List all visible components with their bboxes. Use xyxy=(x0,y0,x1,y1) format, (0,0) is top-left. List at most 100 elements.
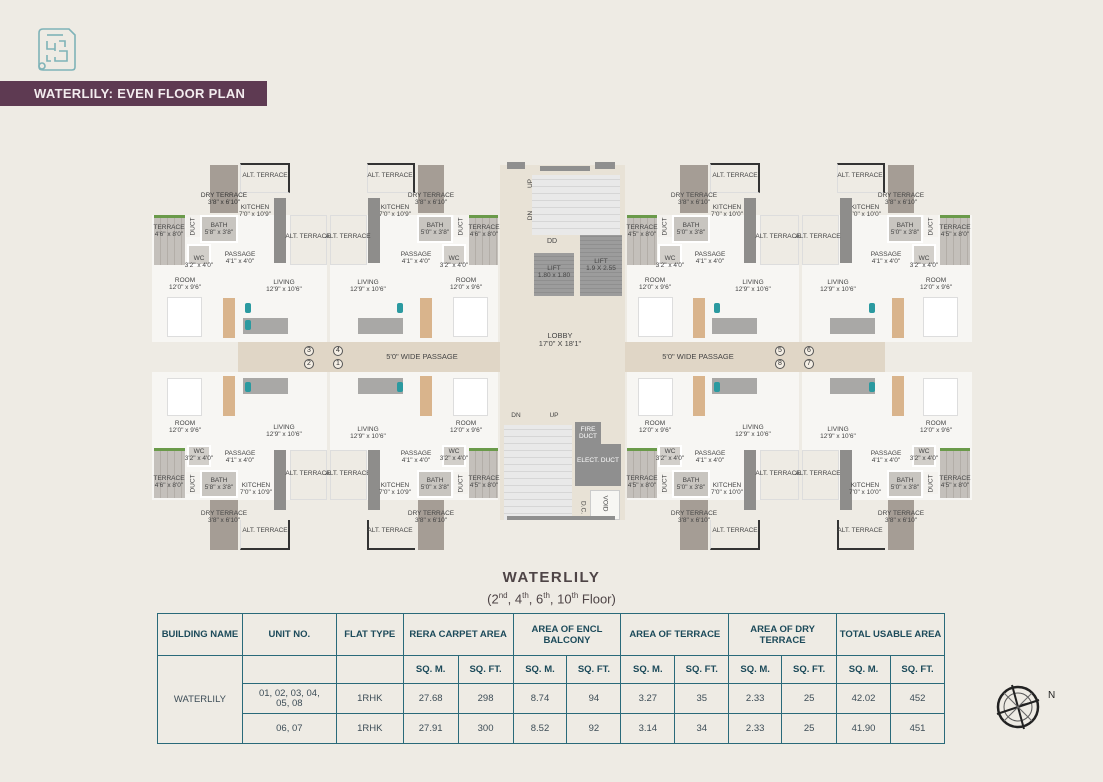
duct xyxy=(924,472,938,494)
duct xyxy=(658,215,672,237)
unit-number-2: 2 xyxy=(304,359,314,369)
alt-terrace xyxy=(710,163,760,193)
unit-header: SQ. FT. xyxy=(566,655,622,684)
kitchen-counter xyxy=(744,198,756,263)
terrace xyxy=(469,448,498,498)
value-cell: 25 xyxy=(781,713,838,744)
bed xyxy=(453,378,488,416)
unit-number-6: 6 xyxy=(804,346,814,356)
alt-terrace-side xyxy=(290,450,327,500)
sofa xyxy=(243,378,288,394)
cushion xyxy=(245,320,251,330)
wc xyxy=(658,445,682,467)
value-cell: 42.02 xyxy=(836,683,891,714)
alt-terrace-side-label: ALT. TERRACE xyxy=(795,470,841,477)
elect-duct-label: ELECT. DUCT xyxy=(577,457,619,464)
value-cell: 298 xyxy=(457,683,514,714)
alt-terrace xyxy=(710,520,760,550)
alt-terrace-side-label: ALT. TERRACE xyxy=(325,470,371,477)
unit-header: SQ. FT. xyxy=(889,655,946,684)
duct-label: DUCT xyxy=(927,217,935,236)
duct-label: DUCT xyxy=(457,217,465,236)
unit-header: SQ. M. xyxy=(836,655,891,684)
bath xyxy=(672,215,710,243)
cushion xyxy=(245,382,251,392)
sofa xyxy=(358,378,403,394)
sofa xyxy=(358,318,403,334)
duct-label: DUCT xyxy=(927,474,935,493)
alt-terrace-side xyxy=(802,215,839,265)
kitchen-counter xyxy=(368,198,380,263)
wardrobe xyxy=(420,376,432,416)
header-dry-terrace: AREA OF DRY TERRACE xyxy=(728,613,838,656)
wc xyxy=(187,244,211,266)
alt-terrace-side-label: ALT. TERRACE xyxy=(325,233,371,240)
stair-dn-label: DN xyxy=(527,210,535,221)
building-name-cell: WATERLILY xyxy=(157,655,243,744)
alt-terrace-side xyxy=(330,215,367,265)
empty-cell xyxy=(335,655,404,684)
terrace xyxy=(940,215,970,265)
wardrobe xyxy=(892,376,904,416)
unit-header: SQ. FT. xyxy=(781,655,838,684)
wc xyxy=(658,244,682,266)
unit-header: SQ. M. xyxy=(620,655,676,684)
bed xyxy=(167,378,202,416)
value-cell: 452 xyxy=(889,683,946,714)
value-cell: 27.68 xyxy=(402,683,459,714)
unit-number-8: 8 xyxy=(775,359,785,369)
duct xyxy=(454,215,468,237)
wc xyxy=(187,445,211,467)
alt-terrace-side xyxy=(760,215,799,265)
terrace xyxy=(469,215,498,265)
alt-terrace xyxy=(837,163,885,193)
building-title: WATERLILY xyxy=(502,569,601,586)
value-cell: 94 xyxy=(566,683,622,714)
area-table: BUILDING NAME UNIT NO. FLAT TYPE RERA CA… xyxy=(157,613,946,744)
alt-terrace-side xyxy=(290,215,327,265)
alt-terrace-side-label: ALT. TERRACE xyxy=(285,233,331,240)
elect-duct xyxy=(575,444,621,486)
flat-type-cell: 1RHK xyxy=(335,683,404,714)
passage-label-right: 5'0" WIDE PASSAGE xyxy=(662,352,734,361)
alt-terrace xyxy=(367,163,415,193)
unit-no-cell: 01, 02, 03, 04, 05, 08 xyxy=(241,683,337,714)
value-cell: 2.33 xyxy=(728,713,783,744)
duct-label: DUCT xyxy=(189,474,197,493)
alt-terrace-side xyxy=(330,450,367,500)
value-cell: 35 xyxy=(674,683,730,714)
unit-header: SQ. FT. xyxy=(674,655,730,684)
wardrobe xyxy=(223,298,235,338)
value-cell: 451 xyxy=(889,713,946,744)
stair-dn-label-bottom: DN xyxy=(511,412,521,419)
bath xyxy=(887,470,923,498)
wc xyxy=(912,244,936,266)
passage-label-left: 5'0" WIDE PASSAGE xyxy=(386,352,458,361)
unit-header: SQ. M. xyxy=(512,655,568,684)
duct-label: DUCT xyxy=(661,217,669,236)
